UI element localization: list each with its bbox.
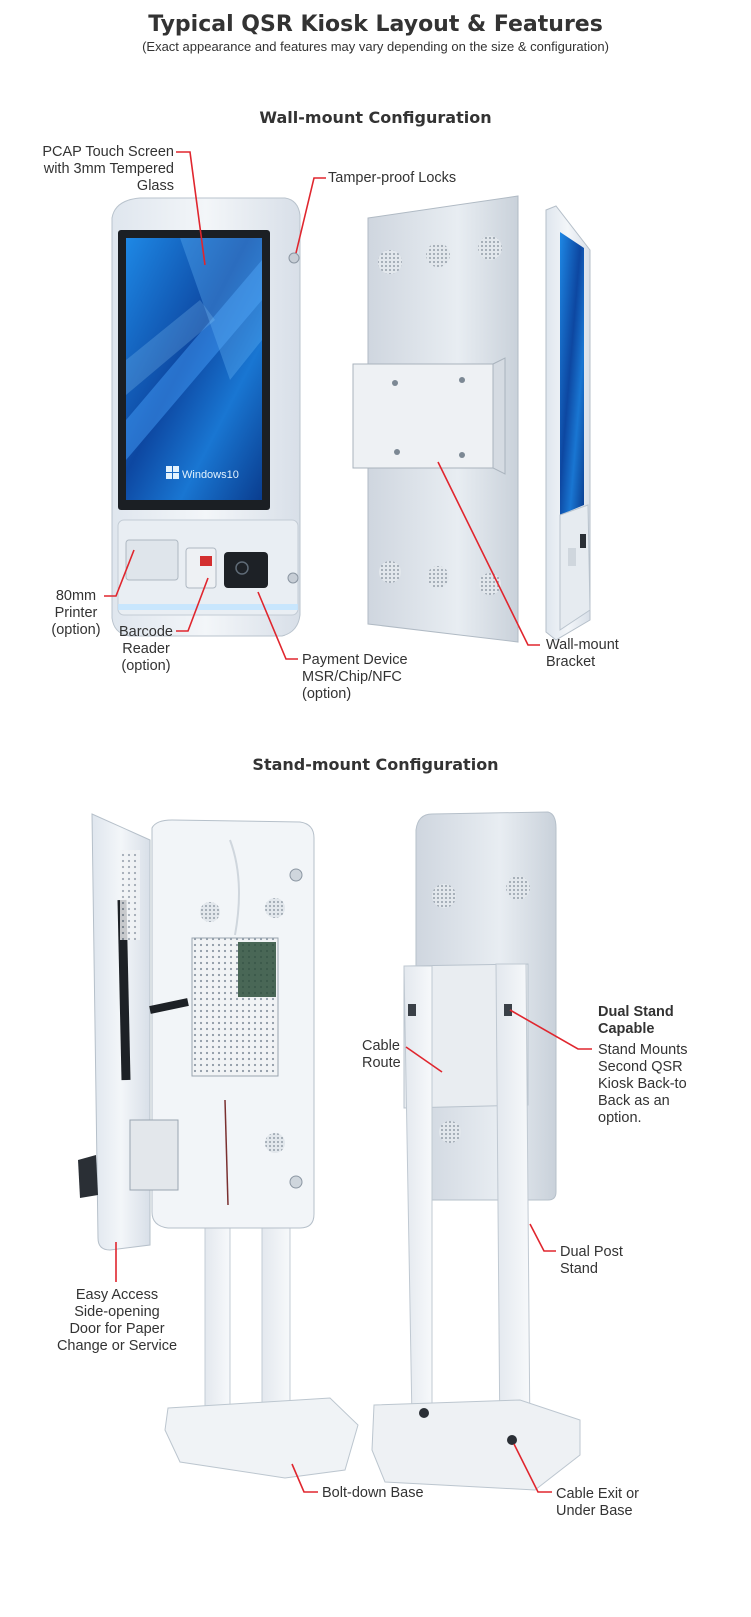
leader-payment xyxy=(257,591,298,660)
callout-bolt-base: Bolt-down Base xyxy=(322,1485,424,1501)
leader-bracket xyxy=(437,461,540,646)
page-title: Typical QSR Kiosk Layout & Features xyxy=(148,12,603,37)
wall-kiosk-front: Windows10 xyxy=(111,197,301,637)
page-subtitle: (Exact appearance and features may vary … xyxy=(142,39,609,54)
leader-base xyxy=(291,1463,318,1493)
leader-printer xyxy=(104,549,135,597)
wall-kiosk-back xyxy=(352,195,519,643)
leader-barcode xyxy=(176,577,209,632)
windows-logo: Windows10 xyxy=(166,466,239,481)
leader-locks xyxy=(295,177,326,254)
screen-brand-text: Windows10 xyxy=(182,469,239,481)
section-title-wall: Wall-mount Configuration xyxy=(259,108,492,127)
leader-touch xyxy=(176,151,206,266)
callout-tamper-locks: Tamper-proof Locks xyxy=(328,170,457,186)
section-title-stand: Stand-mount Configuration xyxy=(252,755,499,774)
leader-cable-route xyxy=(405,1046,443,1073)
leader-cable-exit xyxy=(513,1443,552,1493)
leader-lines xyxy=(104,151,592,1493)
stand-kiosk-open xyxy=(78,813,359,1479)
wall-kiosk-side xyxy=(545,205,591,641)
leader-dual xyxy=(509,1009,592,1050)
leader-dual-post xyxy=(529,1223,556,1252)
stand-kiosk-back xyxy=(371,811,581,1491)
